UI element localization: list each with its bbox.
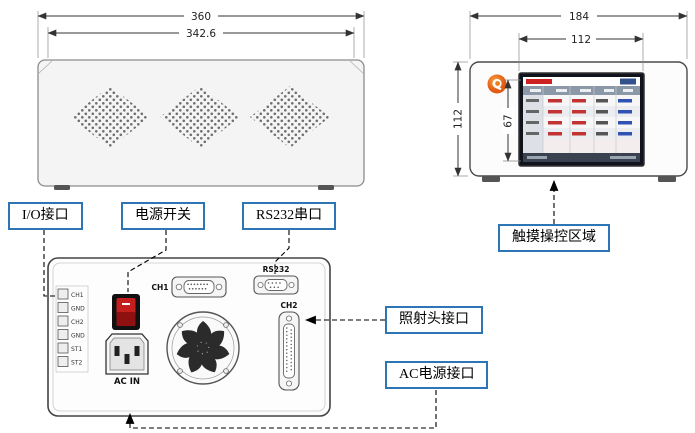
rear-panel-inner-edge (52, 262, 326, 412)
dim-label-112h: 112 (453, 109, 465, 129)
ac-inlet (105, 333, 149, 375)
dimension-342-6: 342.6 (47, 26, 355, 58)
callout-ac-port: AC电源接口 (385, 361, 489, 389)
leader-rs232 (274, 230, 290, 274)
terminal-label: ST1 (71, 346, 82, 353)
touchscreen[interactable] (518, 72, 645, 167)
dimension-360: 360 (37, 9, 365, 58)
leader-io (43, 230, 56, 297)
dim-label-360: 360 (191, 11, 211, 23)
ch1-label: CH1 (152, 283, 169, 292)
callout-power-switch: 电源开关 (121, 202, 205, 230)
rear-panel: CH1 GND CH2 GND ST1 ST2 AC IN CH1 (47, 257, 331, 417)
rs232-connector (253, 275, 299, 295)
screen-content (523, 77, 640, 162)
power-switch[interactable] (112, 294, 140, 330)
callout-head-port: 照射头接口 (385, 306, 483, 334)
switch-rocker-lower (116, 312, 136, 326)
leader-ac (125, 390, 437, 429)
ch2-connector (278, 311, 300, 391)
front-view: 184 112 112 67 (451, 9, 688, 182)
bevel-edge (37, 60, 53, 75)
top-view: 360 342.6 (37, 9, 365, 190)
dimension-184: 184 (469, 9, 688, 59)
foot (482, 176, 500, 182)
fan-grille (166, 311, 240, 385)
dim-label-67: 67 (503, 114, 515, 127)
callout-touch-area: 触摸操控区域 (498, 224, 610, 252)
leader-power (127, 230, 167, 292)
fan-blades (176, 321, 230, 373)
terminal-label: CH2 (71, 319, 84, 326)
brand-logo-icon (487, 74, 507, 94)
ch1-connector (171, 276, 227, 298)
switch-mark (122, 303, 130, 305)
callout-rs232-port: RS232串口 (242, 202, 337, 230)
ch2-label: CH2 (281, 301, 298, 310)
dim-label-342-6: 342.6 (186, 28, 216, 40)
foot (54, 185, 70, 190)
foot (318, 185, 334, 190)
terminal-label: CH1 (71, 292, 84, 299)
ac-in-label: AC IN (114, 377, 140, 387)
bevel-edge (349, 60, 365, 75)
dimension-112-height: 112 (451, 61, 468, 177)
dim-label-184: 184 (569, 11, 589, 23)
terminal-label: GND (71, 333, 85, 340)
dimension-112-screen-width: 112 (518, 32, 644, 71)
dimension-67: 67 (502, 79, 521, 162)
terminal-label: ST2 (71, 360, 82, 367)
ventilation-holes (70, 86, 330, 148)
foot (658, 176, 676, 182)
callout-io-port: I/O接口 (8, 202, 83, 230)
callout-lines (43, 179, 559, 429)
terminal-label: GND (71, 306, 85, 313)
dim-label-112w: 112 (571, 34, 591, 46)
rs232-label: RS232 (263, 265, 290, 274)
io-terminal-block: CH1 GND CH2 GND ST1 ST2 (55, 285, 89, 373)
